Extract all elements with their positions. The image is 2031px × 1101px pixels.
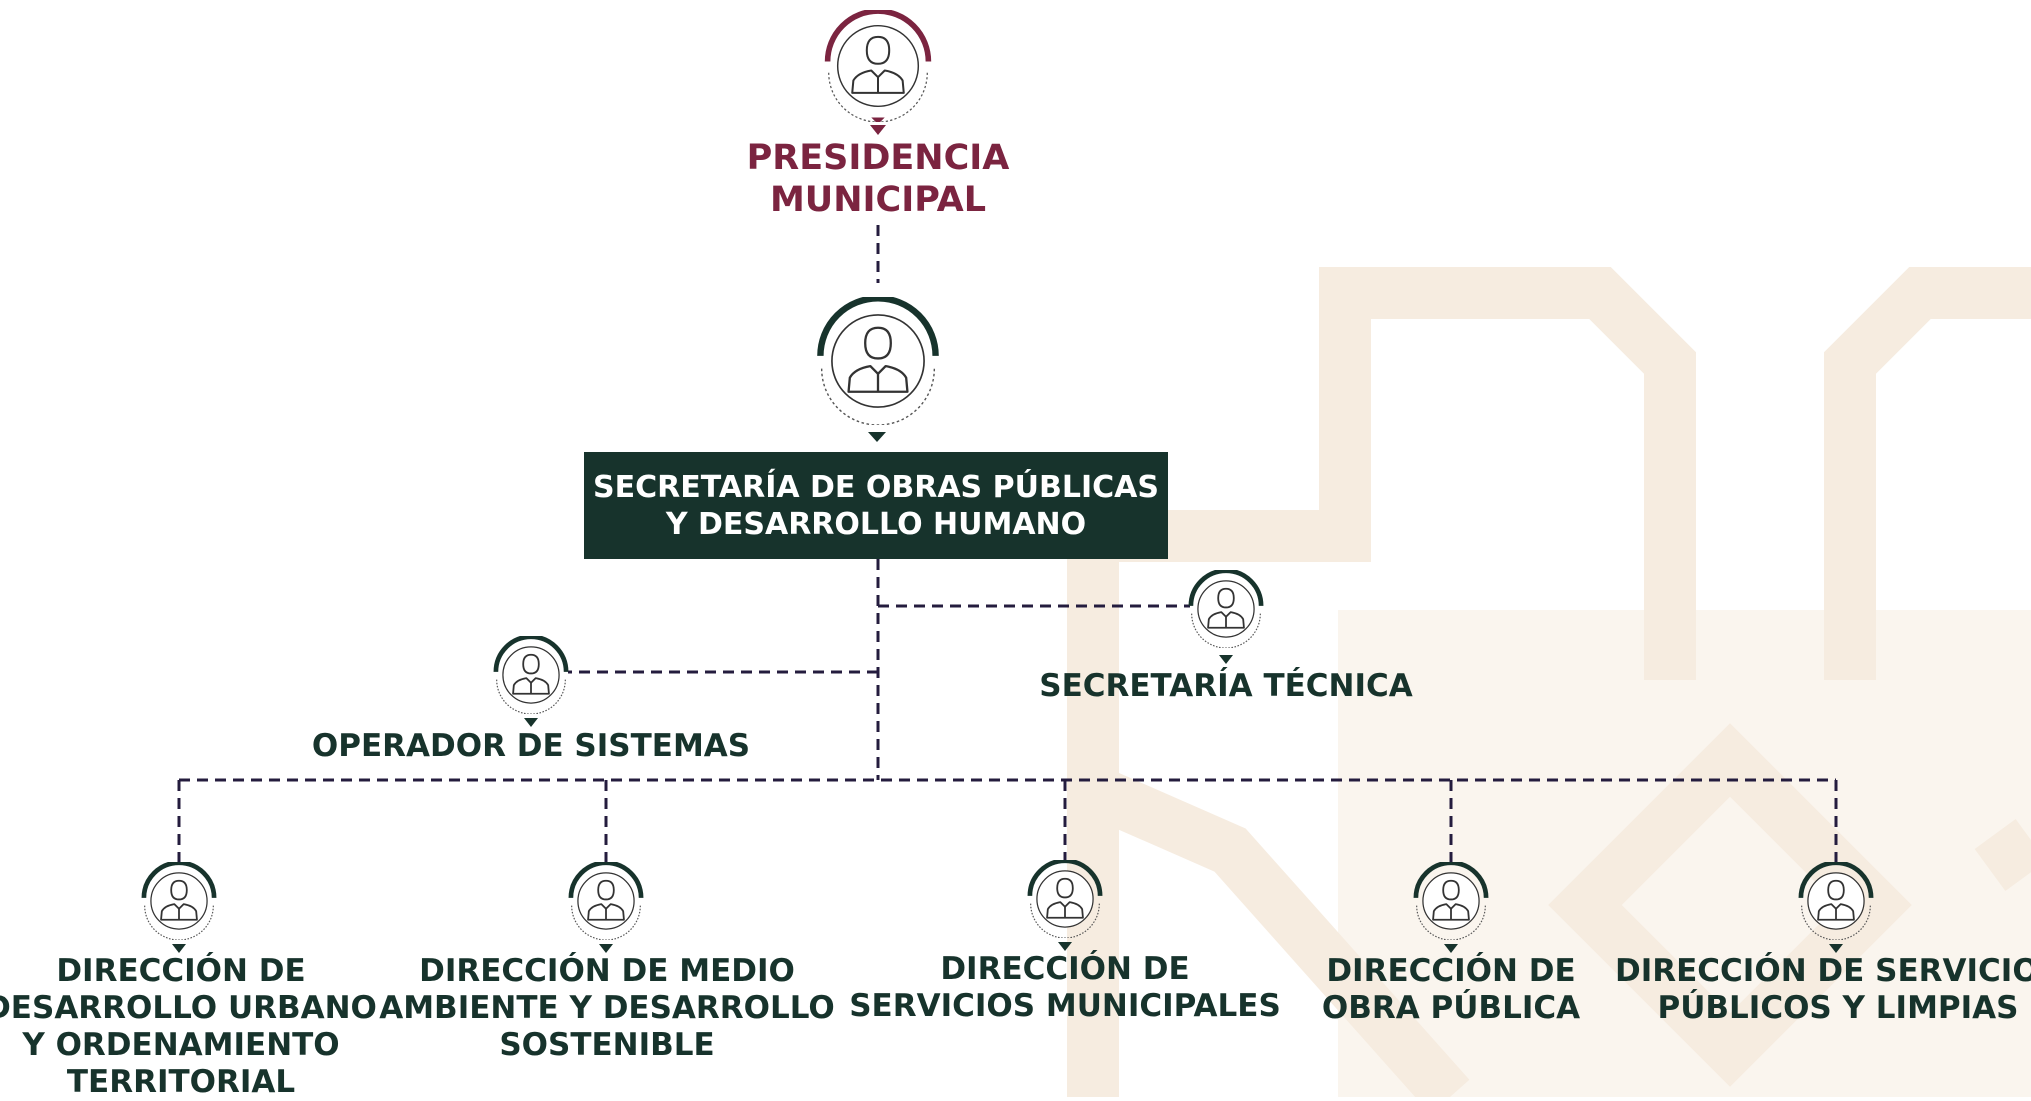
secretaria-tecnica-line1: SECRETARÍA TÉCNICA [1039, 668, 1413, 704]
secretaria-person-icon [817, 297, 939, 425]
secretaria-line2: Y DESARROLLO HUMANO [665, 506, 1087, 542]
direccion-5-pointer-icon [1829, 944, 1843, 953]
direccion-4-label: DIRECCIÓN DE OBRA PÚBLICA [1322, 953, 1580, 1027]
direccion-4-line2: OBRA PÚBLICA [1321, 990, 1581, 1026]
direccion-2-person-icon [568, 862, 644, 940]
secretaria-tecnica-label: SECRETARÍA TÉCNICA [1039, 668, 1413, 705]
secretaria-line1: SECRETARÍA DE OBRAS PÚBLICAS [593, 469, 1159, 505]
direccion-1-label: DIRECCIÓN DE DESARROLLO URBANO Y ORDENAM… [0, 953, 377, 1101]
direccion-3-line2: SERVICIOS MUNICIPALES [849, 988, 1281, 1024]
direccion-5-line1: DIRECCIÓN DE SERVICIOS [1614, 953, 2031, 989]
direccion-2-line1: DIRECCIÓN DE MEDIO [419, 953, 795, 989]
direccion-2-line3: SOSTENIBLE [499, 1027, 715, 1063]
direccion-3-person-icon [1027, 860, 1103, 938]
direccion-1-line2: DESARROLLO URBANO [0, 990, 377, 1026]
direccion-3-line1: DIRECCIÓN DE [940, 951, 1190, 987]
presidencia-pointer-icon [870, 125, 886, 135]
secretaria-tecnica-pointer-icon [1219, 655, 1233, 664]
presidencia-person-icon [824, 10, 932, 122]
operador-person-icon [493, 636, 569, 714]
operador-pointer-icon [524, 718, 538, 727]
operador-line1: OPERADOR DE SISTEMAS [311, 728, 751, 764]
direccion-1-line4: TERRITORIAL [66, 1064, 296, 1100]
direccion-1-line3: Y ORDENAMIENTO [22, 1027, 340, 1063]
secretaria-pointer-icon [868, 432, 886, 442]
secretaria-tecnica-person-icon [1188, 570, 1264, 648]
operador-label: OPERADOR DE SISTEMAS [312, 728, 750, 765]
direccion-1-person-icon [141, 862, 217, 940]
direccion-2-line2: AMBIENTE Y DESARROLLO [379, 990, 835, 1026]
direccion-3-pointer-icon [1058, 942, 1072, 951]
direccion-4-line1: DIRECCIÓN DE [1326, 953, 1576, 989]
direccion-2-label: DIRECCIÓN DE MEDIO AMBIENTE Y DESARROLLO… [379, 953, 835, 1064]
direccion-5-line2: PÚBLICOS Y LIMPIAS [1657, 990, 2019, 1026]
direccion-2-pointer-icon [599, 944, 613, 953]
direccion-5-label: DIRECCIÓN DE SERVICIOS PÚBLICOS Y LIMPIA… [1615, 953, 2031, 1027]
direccion-1-pointer-icon [172, 944, 186, 953]
presidencia-line1: PRESIDENCIA [746, 138, 1010, 178]
direccion-3-label: DIRECCIÓN DE SERVICIOS MUNICIPALES [849, 951, 1281, 1025]
secretaria-box: SECRETARÍA DE OBRAS PÚBLICAS Y DESARROLL… [584, 452, 1168, 559]
presidencia-label: PRESIDENCIA MUNICIPAL [747, 137, 1010, 221]
direccion-4-pointer-icon [1444, 944, 1458, 953]
direccion-4-person-icon [1413, 862, 1489, 940]
direccion-1-line1: DIRECCIÓN DE [56, 953, 306, 989]
presidencia-line2: MUNICIPAL [769, 180, 987, 220]
direccion-5-person-icon [1798, 862, 1874, 940]
